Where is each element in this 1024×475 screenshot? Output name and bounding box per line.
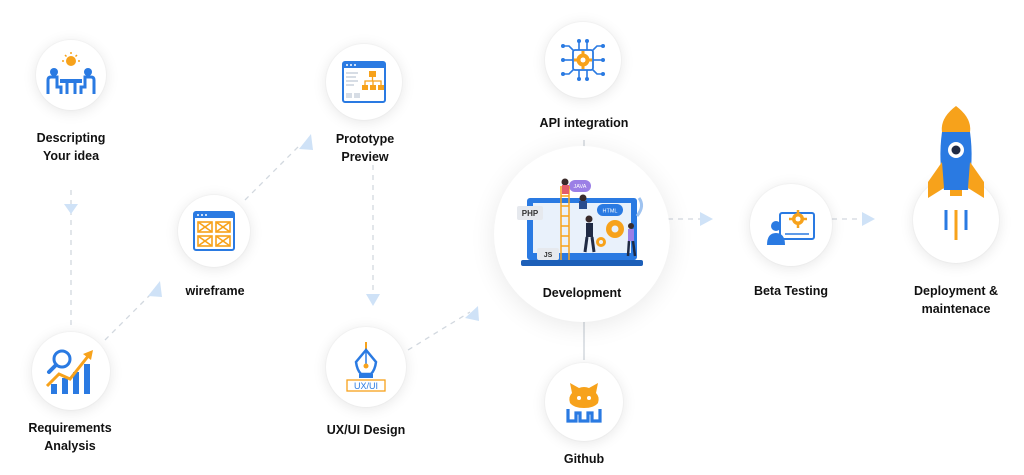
uxui-label-line1: UX/UI Design xyxy=(326,423,406,437)
arrow-right-2 xyxy=(862,212,875,226)
beta-label: Beta Testing xyxy=(736,282,846,300)
github-node xyxy=(545,363,623,441)
idea-label-line1: Descripting xyxy=(36,131,106,145)
pen-tool-icon: UX/UI xyxy=(346,342,386,392)
wireframe-icon xyxy=(193,211,235,251)
circuit-gear-icon xyxy=(561,39,605,81)
prototype-label-line2: Preview xyxy=(341,150,389,164)
idea-label: Descripting Your idea xyxy=(16,129,126,165)
badge-php: PHP xyxy=(522,209,539,218)
requirements-node xyxy=(32,332,110,410)
tester-screen-icon xyxy=(767,210,815,245)
development-label: Development xyxy=(517,284,647,302)
development-label-line1: Development xyxy=(542,286,622,300)
api-label: API integration xyxy=(519,114,649,132)
badge-js: JS xyxy=(544,252,553,259)
prototype-label-line1: Prototype xyxy=(335,132,395,146)
prototype-label: Prototype Preview xyxy=(310,130,420,166)
api-label-line1: API integration xyxy=(539,116,629,130)
connector-uxui-development xyxy=(407,311,471,351)
arrow-upright-1 xyxy=(148,281,162,297)
development-node: PHP JS JAVA HTML xyxy=(494,146,670,322)
deploy-label: Deployment & maintenace xyxy=(896,282,1016,318)
arrow-down-1 xyxy=(64,204,78,214)
deploy-label-line1: Deployment & xyxy=(913,284,999,298)
arrow-down-2 xyxy=(366,294,380,306)
prototype-sitemap-icon xyxy=(342,61,386,103)
api-node xyxy=(545,22,621,98)
github-label-line1: Github xyxy=(563,452,605,466)
wireframe-label: wireframe xyxy=(160,282,270,300)
requirements-label-line2: Analysis xyxy=(44,439,96,453)
connector-requirements-wireframe xyxy=(104,294,151,341)
wireframe-node xyxy=(178,195,250,267)
idea-label-line2: Your idea xyxy=(42,149,100,163)
connector-wireframe-prototype xyxy=(244,144,301,201)
idea-node xyxy=(36,40,106,110)
badge-html: HTML xyxy=(603,209,618,215)
beta-node xyxy=(750,184,832,266)
arrow-upright-2 xyxy=(299,134,313,150)
meeting-idea-icon xyxy=(46,52,96,94)
uxui-node: UX/UI xyxy=(326,327,406,407)
github-icon xyxy=(566,383,602,423)
analysis-chart-icon xyxy=(45,349,93,394)
wireframe-label-line1: wireframe xyxy=(185,284,245,298)
requirements-label-line1: Requirements xyxy=(28,421,112,435)
uxui-label: UX/UI Design xyxy=(311,421,421,439)
arrow-upright-3 xyxy=(465,306,479,321)
beta-label-line1: Beta Testing xyxy=(753,284,829,298)
development-illustration: PHP JS JAVA HTML xyxy=(517,178,644,266)
deploy-label-line2: maintenace xyxy=(921,302,991,316)
rocket-icon xyxy=(928,106,984,240)
badge-java: JAVA xyxy=(574,184,587,190)
uxui-icon-text: UX/UI xyxy=(354,381,378,391)
prototype-node xyxy=(326,44,402,120)
requirements-label: Requirements Analysis xyxy=(10,419,130,455)
arrow-right-1 xyxy=(700,212,713,226)
github-label: Github xyxy=(529,450,639,468)
